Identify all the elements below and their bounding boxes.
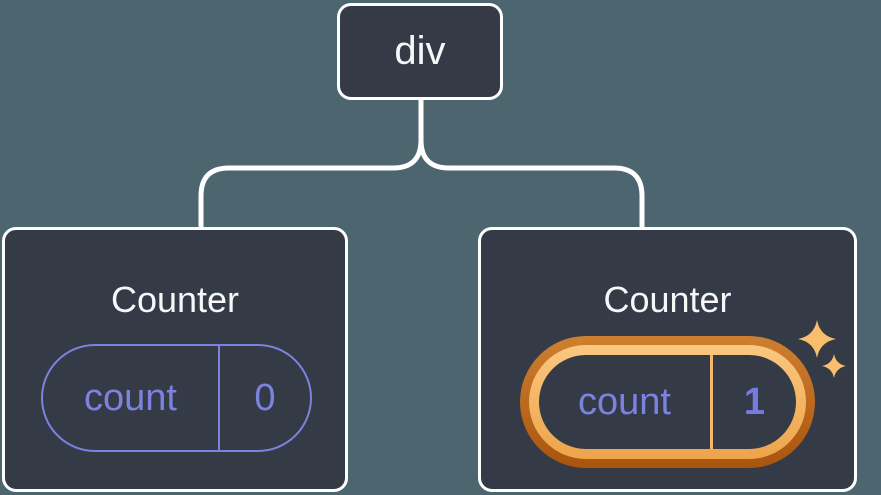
state-pill-highlight-ring: count 1	[520, 336, 815, 468]
root-node-div: div	[337, 3, 503, 100]
state-pill-highlighted: count 1	[539, 355, 796, 449]
root-node-label: div	[394, 29, 446, 73]
connector-root-to-right-child	[418, 97, 645, 231]
component-title: Counter	[603, 279, 732, 320]
state-value: 0	[254, 376, 276, 419]
state-pill-label-section: count	[539, 355, 713, 449]
state-pill-value-section: 1	[713, 355, 796, 449]
state-pill: count 0	[41, 344, 312, 452]
component-title: Counter	[110, 279, 240, 320]
state-pill-highlight-inner-ring: count 1	[529, 345, 806, 459]
sparkle-large-icon	[798, 320, 836, 358]
connector-root-to-left-child	[198, 97, 424, 231]
state-label: count	[577, 380, 671, 423]
state-pill-label-section: count	[43, 346, 220, 450]
counter-card-left: Counter count 0	[2, 227, 348, 492]
counter-card-right: Counter count 1	[478, 227, 857, 492]
state-label: count	[83, 376, 177, 419]
sparkle-small-icon	[822, 354, 846, 378]
state-value: 1	[743, 380, 766, 423]
sparkle-icon	[798, 320, 846, 378]
state-pill-value-section: 0	[220, 346, 310, 450]
